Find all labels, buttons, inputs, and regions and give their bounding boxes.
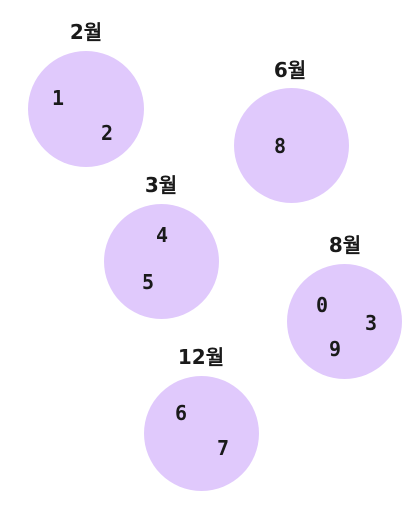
month-label-aug: 8월 (328, 233, 362, 257)
bubble-digit: 5 (141, 270, 155, 294)
month-label-feb: 2월 (69, 20, 103, 44)
month-bubble-feb (28, 51, 144, 167)
bubble-digit: 9 (328, 337, 342, 361)
bubble-digit: 3 (364, 311, 378, 335)
month-bubble-mar (104, 204, 219, 319)
bubble-digit: 6 (174, 401, 188, 425)
bubble-digit: 1 (51, 86, 65, 110)
bubble-digit: 0 (315, 293, 329, 317)
bubble-digit: 4 (155, 223, 169, 247)
month-label-jun: 6월 (273, 58, 307, 82)
bubble-digit: 8 (273, 134, 287, 158)
month-bubble-dec (144, 376, 259, 491)
bubble-digit: 2 (100, 121, 114, 145)
bubble-digit: 7 (216, 436, 230, 460)
month-bubble-aug (287, 264, 402, 379)
month-label-dec: 12월 (177, 345, 225, 369)
month-bubble-jun (234, 88, 349, 203)
month-label-mar: 3월 (144, 173, 178, 197)
